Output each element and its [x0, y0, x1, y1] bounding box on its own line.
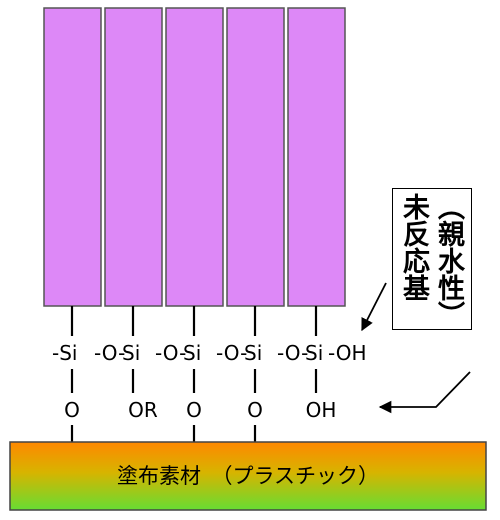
- chain-atom: -OH: [328, 341, 367, 365]
- chain-atom: Si: [122, 341, 140, 365]
- arrow-to-unreacted-oh: [361, 282, 387, 332]
- chain-atom: Si: [244, 341, 262, 365]
- chain-atom: -O-: [277, 341, 308, 365]
- pillar-4: [226, 7, 285, 307]
- pillar-1: [43, 7, 102, 307]
- annotation-arrows: [361, 282, 471, 414]
- chain-atom: -Si: [52, 341, 77, 365]
- note-line-hydrophilic: （親水性）: [433, 193, 464, 328]
- pillar-si-bonds: [70, 306, 318, 336]
- linkage-label: OH: [306, 398, 337, 422]
- linkage-groups: O OR O O OH: [64, 398, 336, 422]
- linkage-label: OR: [128, 398, 158, 422]
- linkage-label: O: [64, 398, 80, 422]
- note-line-unreacted: 未反応基: [398, 193, 429, 301]
- chain-atom: -O-: [155, 341, 186, 365]
- substrate-label: 塗布素材 （プラスチック）: [117, 464, 379, 488]
- substrate-bonds: [70, 425, 257, 442]
- linkage-label: O: [247, 398, 263, 422]
- siloxane-chain: -Si -O- Si -O- Si -O- Si -O- Si -OH: [52, 341, 367, 365]
- chain-atom: -O-: [216, 341, 247, 365]
- substrate-layer: [9, 441, 487, 511]
- chain-atom: -O-: [94, 341, 125, 365]
- unreacted-group-note: 未反応基 （親水性）: [392, 188, 472, 330]
- si-lower-bonds: [70, 369, 318, 393]
- linkage-label: O: [186, 398, 202, 422]
- chain-atom: Si: [305, 341, 323, 365]
- pillar-3: [165, 7, 224, 307]
- chain-atom: Si: [183, 341, 201, 365]
- pillar-2: [104, 7, 163, 307]
- arrow-to-lower-oh: [378, 371, 471, 414]
- pillar-5: [287, 7, 346, 307]
